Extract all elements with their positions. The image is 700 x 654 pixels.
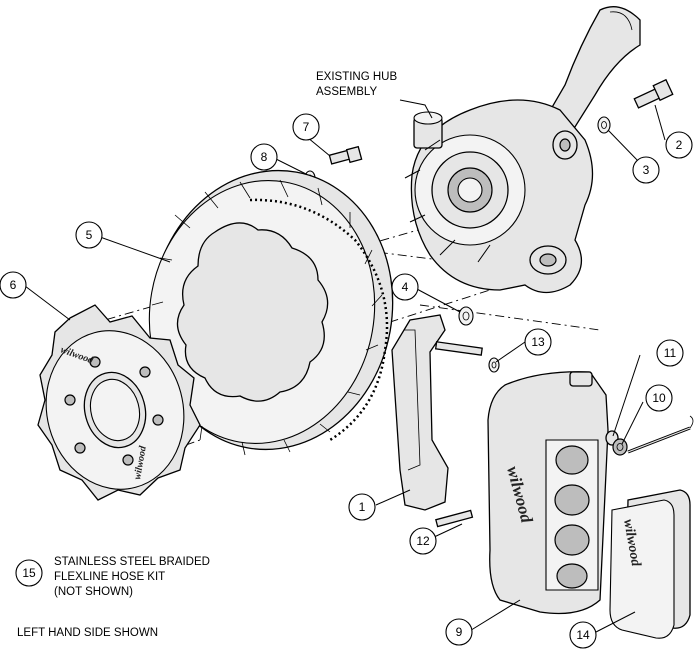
bolt-part-2 (633, 78, 674, 109)
callout-14: 14 (569, 621, 597, 649)
callout-6-number: 6 (10, 278, 17, 292)
callout-12-number: 12 (416, 534, 430, 548)
callout-15: 15 (15, 559, 43, 587)
callout-1: 1 (348, 493, 376, 521)
callout-11-number: 11 (664, 346, 677, 360)
callout-8-number: 8 (261, 150, 268, 164)
washer-part-3 (597, 116, 611, 134)
bracket-part-1 (391, 314, 449, 511)
callout-7-number: 7 (303, 120, 310, 134)
washer-part-13 (488, 357, 500, 373)
pad-retainer-pin (627, 415, 694, 454)
bolt-part-7 (328, 145, 363, 165)
hose-kit-label-line3: (NOT SHOWN) (54, 586, 133, 598)
callout-3-number: 3 (643, 163, 650, 177)
callout-10-number: 10 (652, 391, 666, 405)
callout-15-number: 15 (22, 566, 36, 580)
washer-part-4 (458, 306, 474, 326)
caliper-part-9: wilwood (487, 371, 609, 615)
hose-kit-label-line1: STAINLESS STEEL BRAIDED (54, 556, 210, 568)
callout-2-number: 2 (676, 138, 683, 152)
callout-13-number: 13 (531, 335, 545, 349)
callout-12: 12 (409, 527, 437, 555)
rotor-part-5 (148, 169, 394, 456)
stud-part-12 (434, 341, 483, 528)
callout-3: 3 (632, 156, 660, 184)
callout-11: 11 (656, 339, 684, 367)
hub-assembly (404, 6, 641, 294)
callout-10: 10 (645, 384, 673, 412)
callout-2: 2 (665, 131, 693, 159)
callout-1-number: 1 (359, 500, 366, 514)
callout-9: 9 (445, 618, 473, 646)
nut-part-10 (612, 438, 628, 456)
hose-kit-label-line2: FLEXLINE HOSE KIT (54, 571, 165, 583)
callout-5: 5 (75, 221, 103, 249)
callout-4: 4 (391, 273, 419, 301)
callout-9-number: 9 (456, 625, 463, 639)
callout-7: 7 (292, 113, 320, 141)
leader-lines (24, 99, 666, 633)
callout-8: 8 (250, 143, 278, 171)
hub-label-line1: EXISTING HUB (316, 71, 397, 83)
callout-13: 13 (524, 328, 552, 356)
hat-part-6: wilwood wilwood (37, 304, 201, 501)
callout-5-number: 5 (86, 228, 93, 242)
side-note-label: LEFT HAND SIDE SHOWN (17, 627, 158, 639)
callout-14-number: 14 (576, 628, 590, 642)
callout-4-number: 4 (402, 280, 409, 294)
callout-6: 6 (0, 271, 27, 299)
hub-label-line2: ASSEMBLY (316, 86, 377, 98)
brake-pads-part-14: wilwood (609, 489, 691, 639)
